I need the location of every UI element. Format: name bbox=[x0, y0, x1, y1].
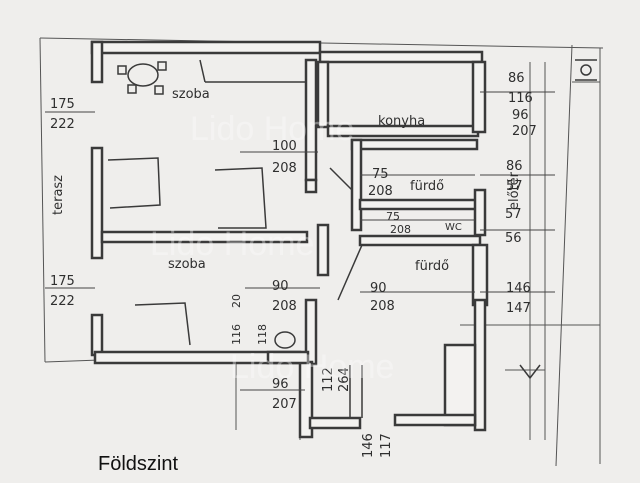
dim-szoba-bottom-door-height: 208 bbox=[272, 299, 297, 314]
wall-top-left bbox=[90, 40, 322, 55]
dim-furdo-right-2: 57 bbox=[506, 179, 523, 194]
dim-bottom-left-window-1: 116 bbox=[230, 324, 243, 345]
dim-bottom-left-window-2: 20 bbox=[230, 294, 243, 308]
dim-left-top-width: 175 bbox=[50, 97, 75, 112]
wall-left bbox=[90, 40, 104, 84]
dimension-arrows bbox=[45, 91, 555, 391]
room-label-furdo-bottom: fürdő bbox=[415, 259, 449, 274]
dim-furdo-top-height: 208 bbox=[368, 184, 393, 199]
furniture bbox=[107, 59, 597, 418]
watermark-1: Lido Home bbox=[190, 110, 354, 148]
dim-wc-right-1: 57 bbox=[505, 207, 522, 222]
dim-konyha-window-1: 96 bbox=[512, 108, 529, 123]
dim-konyha-window-2: 207 bbox=[512, 124, 537, 139]
room-label-szoba-top: szoba bbox=[172, 87, 210, 102]
room-label-wc: WC bbox=[445, 222, 462, 233]
dim-szoba-door-width: 100 bbox=[272, 139, 297, 154]
dim-stairs-1: 112 bbox=[321, 367, 336, 392]
dim-furdo-bottom-right-1: 146 bbox=[506, 281, 531, 296]
round-window-icon bbox=[580, 64, 592, 76]
dim-stairs-2: 264 bbox=[337, 367, 352, 392]
dim-wc-height: 208 bbox=[390, 223, 411, 236]
dim-furdo-bottom-height: 208 bbox=[370, 299, 395, 314]
dim-hall-door-width: 96 bbox=[272, 377, 289, 392]
room-label-konyha: konyha bbox=[378, 114, 425, 129]
room-label-szoba-bottom: szoba bbox=[168, 257, 206, 272]
dim-bottom-door-2: 117 bbox=[379, 433, 394, 458]
dim-szoba-door-height: 208 bbox=[272, 161, 297, 176]
toilet-icon bbox=[274, 331, 296, 349]
walls bbox=[90, 40, 489, 439]
dim-furdo-top-width: 75 bbox=[372, 167, 389, 182]
watermark-2: Lido Home bbox=[150, 225, 314, 263]
room-label-furdo-top: fürdő bbox=[410, 179, 444, 194]
dim-furdo-bottom-right-2: 147 bbox=[506, 301, 531, 316]
dim-left-bottom-width: 175 bbox=[50, 274, 75, 289]
table-icon bbox=[127, 63, 159, 87]
dim-konyha-right-1: 86 bbox=[508, 71, 525, 86]
dim-wc-width: 75 bbox=[386, 210, 400, 223]
dim-furdo-right-1: 86 bbox=[506, 159, 523, 174]
room-label-terasz: terasz bbox=[51, 175, 66, 215]
dim-konyha-right-2: 116 bbox=[508, 91, 533, 106]
dim-small-door: 118 bbox=[256, 324, 269, 345]
bed-icon-2 bbox=[214, 167, 267, 229]
dim-left-top-height: 222 bbox=[50, 117, 75, 132]
dim-szoba-bottom-door-width: 90 bbox=[272, 279, 289, 294]
bed-icon bbox=[107, 157, 161, 209]
dim-hall-door-height: 207 bbox=[272, 397, 297, 412]
floor-caption: Földszint bbox=[98, 453, 179, 475]
dim-wc-right-2: 56 bbox=[505, 231, 522, 246]
room-label-eloter: előtér bbox=[507, 171, 522, 210]
dim-left-bottom-height: 222 bbox=[50, 294, 75, 309]
dim-furdo-bottom-width: 90 bbox=[370, 281, 387, 296]
watermark-3: Lido Home bbox=[230, 348, 394, 386]
dim-bottom-door-1: 146 bbox=[361, 433, 376, 458]
